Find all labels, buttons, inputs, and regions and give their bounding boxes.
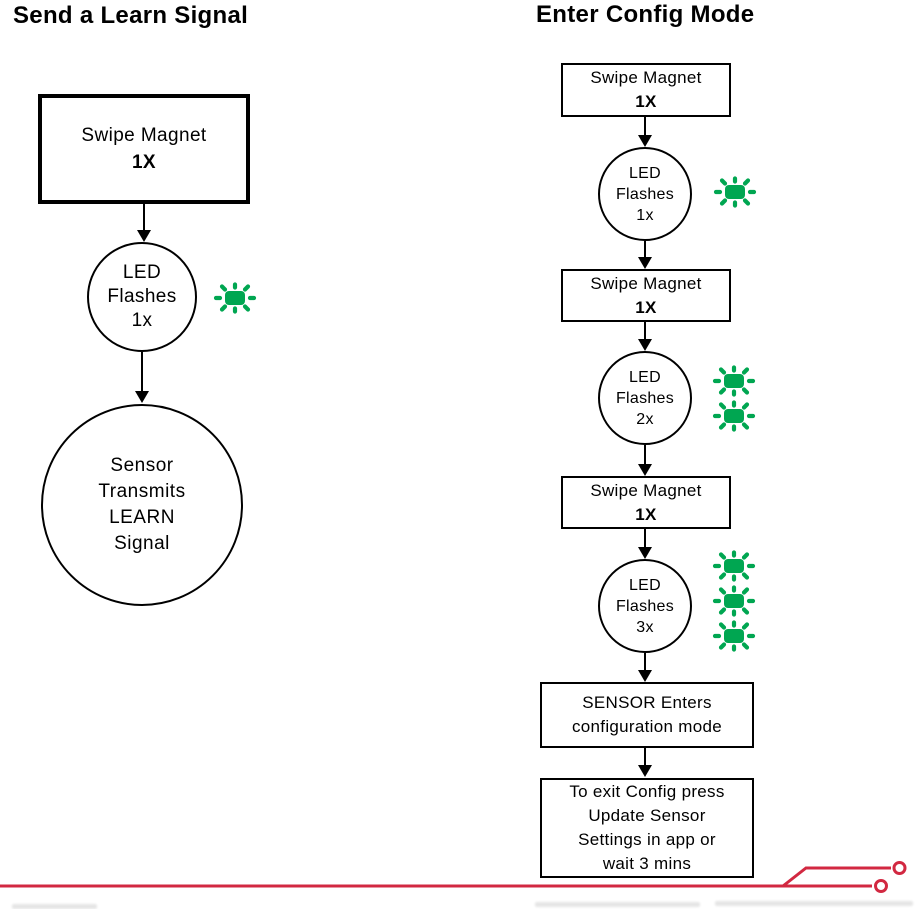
left-swipe-magnet-line1: Swipe Magnet	[81, 125, 207, 146]
circuit-trace-terminal-lower	[874, 879, 888, 893]
left-led-flashes-circle: LED Flashes 1x	[87, 242, 197, 352]
left-sensor-transmit-circle: Sensor Transmits LEARN Signal	[41, 404, 243, 606]
left-transmit-line2: Transmits	[98, 481, 186, 502]
right-led2-line2: Flashes	[615, 389, 675, 407]
led-flash-icon	[712, 365, 756, 397]
right-led2-line3: 2x	[636, 410, 654, 428]
arrow-down	[137, 204, 151, 242]
circuit-trace-decoration	[0, 861, 907, 893]
right-led2-line1: LED	[628, 368, 662, 386]
arrow-down	[135, 352, 149, 403]
right-swipe1-line1: Swipe Magnet	[590, 68, 702, 87]
clipped-text-remnant	[535, 902, 700, 907]
clipped-text-remnant	[12, 904, 97, 909]
right-led-flash-indicators-1	[713, 176, 757, 208]
led-flash-icon	[712, 620, 756, 652]
exit-box-line3: Settings in app or	[578, 830, 716, 849]
led-flash-icon	[712, 585, 756, 617]
arrow-down	[638, 529, 652, 559]
right-swipe3-line1: Swipe Magnet	[590, 480, 702, 500]
arrow-down	[638, 653, 652, 682]
right-swipe2-line2: 1X	[635, 297, 657, 317]
right-led-flash-indicators-3	[712, 550, 756, 652]
circuit-trace-branch-line	[782, 866, 891, 888]
right-led1-line2: Flashes	[615, 185, 675, 203]
right-config-mode-box: SENSOR Enters configuration mode	[540, 682, 754, 748]
left-transmit-line4: Signal	[114, 533, 170, 554]
left-flow-title: Send a Learn Signal	[13, 2, 249, 29]
config-box-line2: configuration mode	[572, 717, 722, 736]
led-flash-icon	[712, 400, 756, 432]
arrow-down	[638, 117, 652, 147]
circuit-trace-terminal-upper	[892, 861, 907, 875]
left-swipe-magnet-box: Swipe Magnet 1X	[38, 94, 250, 204]
clipped-text-remnant	[715, 901, 913, 906]
right-swipe1-line2: 1X	[635, 92, 657, 111]
right-exit-config-box: To exit Config press Update Sensor Setti…	[540, 778, 754, 878]
exit-box-line4: wait 3 mins	[602, 854, 692, 873]
right-led-circle-3: LED Flashes 3x	[598, 559, 692, 653]
right-swipe-magnet-box-1: Swipe Magnet 1X	[561, 63, 731, 117]
right-swipe-magnet-box-3: Swipe Magnet 1X	[561, 476, 731, 529]
left-led-line1: LED	[122, 262, 162, 283]
right-swipe3-line2: 1X	[635, 504, 657, 524]
exit-box-line2: Update Sensor	[588, 806, 706, 825]
right-led3-line3: 3x	[636, 618, 654, 636]
right-led3-line2: Flashes	[615, 597, 675, 615]
right-led1-line1: LED	[628, 164, 662, 182]
right-led-circle-2: LED Flashes 2x	[598, 351, 692, 445]
left-led-flash-indicators	[213, 282, 257, 314]
left-transmit-line1: Sensor	[110, 455, 174, 476]
right-led1-line3: 1x	[636, 206, 654, 224]
arrow-down	[638, 241, 652, 269]
led-flash-icon	[213, 282, 257, 314]
left-led-line3: 1x	[131, 310, 153, 331]
led-flash-icon	[713, 176, 757, 208]
led-flash-icon	[712, 550, 756, 582]
arrow-down	[638, 748, 652, 777]
exit-box-line1: To exit Config press	[569, 782, 725, 801]
right-swipe2-line1: Swipe Magnet	[590, 273, 702, 293]
arrow-down	[638, 322, 652, 351]
right-led-flash-indicators-2	[712, 365, 756, 432]
config-box-line1: SENSOR Enters	[582, 693, 712, 712]
arrow-down	[638, 445, 652, 476]
left-transmit-line3: LEARN	[109, 507, 175, 528]
right-led-circle-1: LED Flashes 1x	[598, 147, 692, 241]
left-led-line2: Flashes	[107, 286, 177, 307]
right-flow-title: Enter Config Mode	[536, 1, 755, 28]
right-swipe-magnet-box-2: Swipe Magnet 1X	[561, 269, 731, 322]
left-swipe-magnet-line2: 1X	[131, 152, 157, 173]
right-led3-line1: LED	[628, 576, 662, 594]
